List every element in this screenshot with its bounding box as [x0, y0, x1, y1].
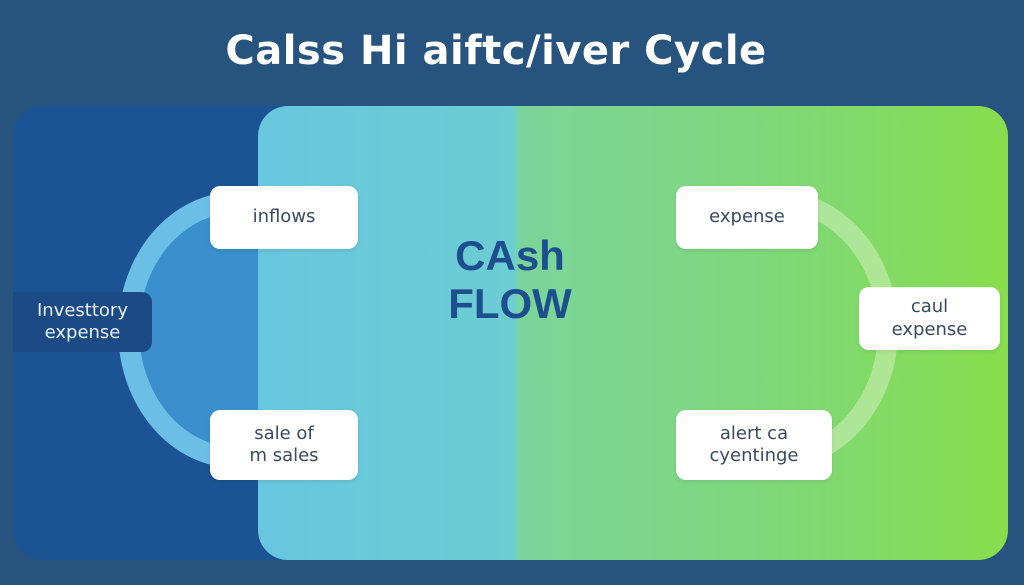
center-label-line1: CAsh [455, 232, 565, 279]
node-caul-expense: caul expense [859, 287, 1000, 350]
center-label: CAsh FLOW [420, 232, 600, 329]
node-expense-label: expense [709, 206, 785, 228]
node-sale: sale of m sales [210, 410, 358, 480]
node-inventory-label-1: Investtory [36, 299, 128, 321]
node-alert-label-1: alert ca [719, 422, 789, 444]
node-caul-expense-label-2: expense [891, 318, 968, 340]
node-inventory-expense: Investtory expense [13, 292, 152, 352]
node-inflows: inflows [210, 186, 358, 249]
node-sale-label-2: m sales [249, 445, 319, 466]
node-alert-label-2: cyentinge [709, 445, 799, 466]
center-label-line2: FLOW [448, 280, 572, 328]
node-alert: alert ca cyentinge [676, 410, 832, 480]
node-sale-label-1: sale of [254, 422, 314, 444]
node-expense: expense [676, 186, 818, 249]
node-inventory-label-2: expense [44, 322, 121, 343]
node-caul-expense-label-1: caul [910, 296, 949, 317]
node-inflows-label: inflows [252, 206, 316, 228]
diagram-title: Calss Hi aiftc/iver Cycle [225, 28, 767, 74]
